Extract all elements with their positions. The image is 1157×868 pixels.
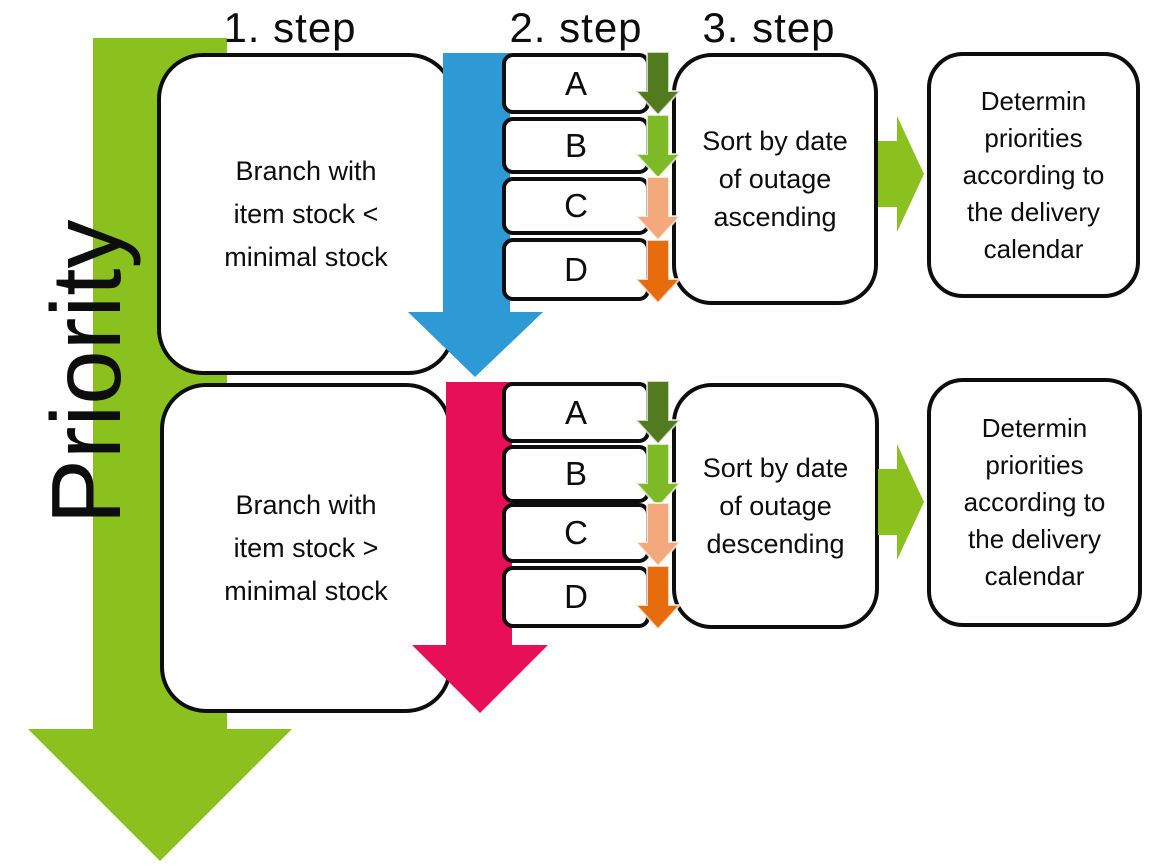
branch-text-line: minimal stock	[224, 575, 388, 606]
item-box-a: A	[502, 382, 650, 443]
determine-priorities-box: Determin priorities according to the del…	[927, 378, 1142, 627]
item-label: A	[564, 64, 587, 102]
item-label: A	[564, 393, 587, 431]
branch-text-line: item stock >	[233, 532, 379, 563]
sort-text-line: Sort by date	[702, 453, 849, 483]
determine-text-line: calendar	[984, 561, 1085, 591]
item-box-c: C	[502, 177, 650, 235]
sort-ascending-box: Sort by date of outage ascending	[672, 53, 878, 305]
step-2-header: 2. step	[509, 4, 643, 51]
item-box-d: D	[502, 238, 650, 301]
item-d-down-arrow-icon	[634, 565, 682, 631]
determine-text-line: the delivery	[968, 524, 1101, 554]
determine-text-line: calendar	[983, 233, 1084, 264]
item-box-d: D	[502, 566, 650, 628]
step-3-header: 3. step	[702, 4, 836, 51]
item-box-b: B	[502, 445, 650, 503]
sort-text-line: descending	[706, 529, 845, 559]
sort-text-line: of outage	[718, 164, 832, 194]
determine-text-line: the delivery	[967, 196, 1100, 227]
branch-text-line: Branch with	[235, 489, 377, 520]
sort-text-line: Sort by date	[702, 126, 848, 156]
item-box-c: C	[502, 503, 650, 563]
item-label: C	[564, 514, 588, 551]
item-d-down-arrow-icon	[634, 239, 682, 305]
branch-text-line: item stock <	[233, 198, 379, 229]
determine-text-line: Determin	[980, 85, 1087, 116]
item-label: C	[564, 187, 588, 224]
item-label: B	[564, 455, 587, 492]
item-a-down-arrow-icon	[634, 51, 682, 117]
item-c-down-arrow-icon	[634, 502, 682, 568]
priority-axis-label: Priority	[31, 219, 141, 525]
item-label: D	[564, 250, 588, 288]
item-c-down-arrow-icon	[634, 176, 682, 242]
sort-text-line: ascending	[713, 202, 837, 232]
step-1-header: 1. step	[223, 4, 357, 51]
branch-text-line: minimal stock	[224, 241, 388, 272]
item-b-down-arrow-icon	[634, 114, 682, 180]
sort-descending-box: Sort by date of outage descending	[672, 383, 879, 629]
item-a-down-arrow-icon	[634, 380, 682, 446]
determine-text-line: according to	[963, 487, 1106, 517]
item-label: B	[564, 126, 587, 164]
sort-text-line: of outage	[719, 491, 832, 521]
branch-text-line: Branch with	[235, 155, 377, 186]
item-b-down-arrow-icon	[634, 443, 682, 509]
step2-to-step3-right-arrow-icon	[878, 116, 924, 232]
determine-text-line: priorities	[985, 450, 1084, 480]
determine-text-line: Determin	[981, 413, 1088, 443]
step2-to-step3-right-arrow-icon	[878, 444, 924, 560]
branch-overstock-box: Branch with item stock > minimal stock	[160, 383, 452, 713]
item-label: D	[564, 578, 588, 615]
determine-text-line: according to	[962, 159, 1105, 190]
step1-to-step2-down-arrow-icon	[412, 382, 548, 713]
determine-priorities-box: Determin priorities according to the del…	[927, 52, 1140, 298]
item-box-b: B	[502, 117, 650, 174]
determine-text-line: priorities	[984, 122, 1083, 153]
item-box-a: A	[502, 53, 650, 114]
